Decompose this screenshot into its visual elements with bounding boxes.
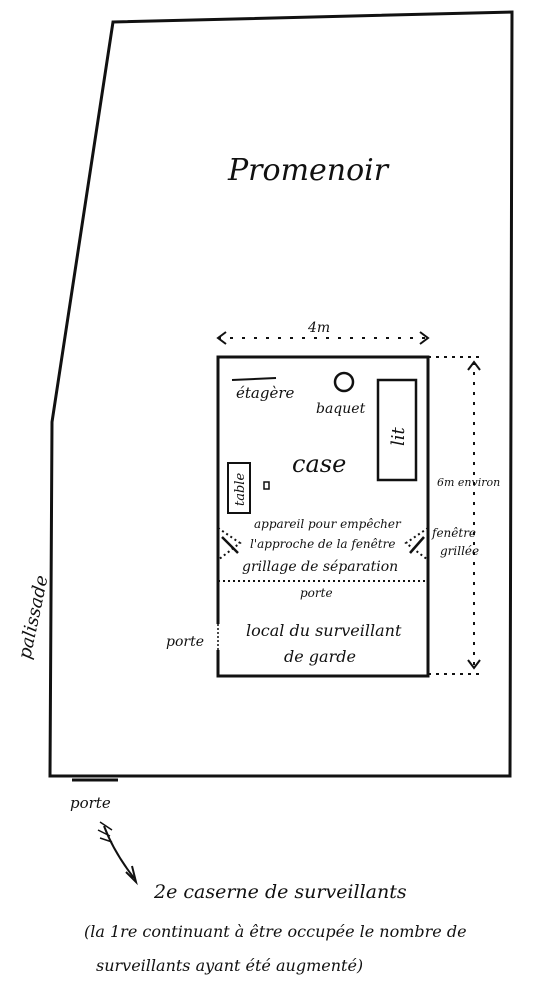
label-local-2: de garde (284, 647, 356, 666)
bed-rect (376, 378, 418, 482)
barracks-arrow-fletch (97, 821, 113, 843)
label-porte-left: porte (166, 634, 204, 650)
label-lit: lit (388, 426, 409, 446)
cell-outline (216, 355, 430, 678)
label-palissade: palissade (14, 573, 52, 661)
window-guard-left-bar (221, 536, 239, 554)
width-arrow-right (419, 331, 430, 345)
label-appareil-1: appareil pour empêcher (254, 517, 402, 531)
label-baquet: baquet (316, 401, 366, 417)
label-case: case (292, 450, 346, 478)
barracks-arrow-shaft (103, 825, 135, 879)
enclosure-outline (48, 10, 514, 778)
barracks-arrow-head (125, 865, 138, 886)
height-arrow-bottom (467, 659, 481, 670)
window-guard-left (217, 527, 242, 561)
baquet-circle (333, 371, 355, 393)
height-arrow-top (467, 360, 481, 371)
window-guard-right-bar (409, 536, 425, 554)
label-porte-bottom: porte (70, 794, 111, 812)
label-appareil-2: l'approche de la fenêtre (250, 537, 395, 551)
label-grillage: grillage de séparation (242, 559, 398, 575)
label-local-1: local du surveillant (246, 621, 402, 640)
label-width: 4m (307, 320, 330, 336)
label-etagere: étagère (236, 384, 294, 402)
window-guard-right (404, 527, 429, 561)
label-fenetre-1: fenêtre (431, 526, 476, 540)
table-rect (227, 462, 251, 514)
label-table: table (233, 473, 248, 506)
label-promenoir: Promenoir (227, 153, 390, 188)
label-caserne: 2e caserne de surveillants (153, 881, 407, 903)
label-fenetre-2: grillée (440, 544, 479, 558)
shelf-line (231, 377, 277, 381)
label-height: 6m environ (437, 476, 500, 489)
label-porte-inner: porte (300, 586, 333, 600)
label-note-2: surveillants ayant été augmenté) (96, 956, 363, 975)
width-arrow-left (216, 331, 227, 345)
stool-rect (263, 481, 270, 490)
label-note-1: (la 1re continuant à être occupée le nom… (84, 922, 467, 941)
